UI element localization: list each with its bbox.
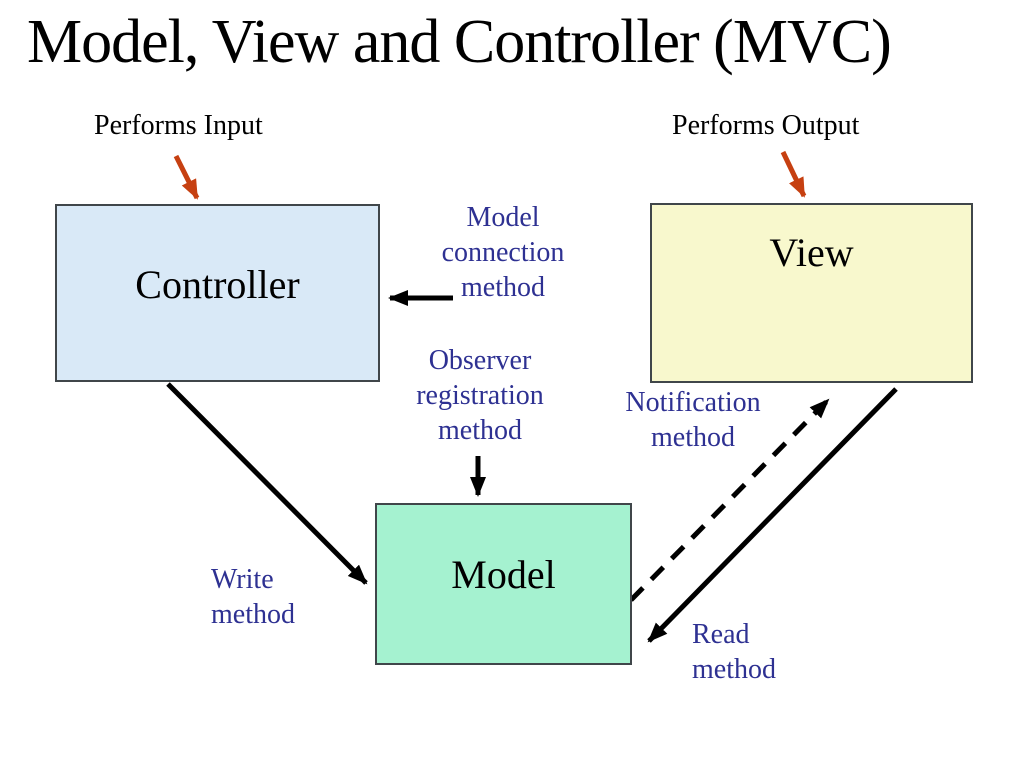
observer-registration-method-label: Observer registration method <box>416 345 544 446</box>
notification-method-label: Notification method <box>625 387 761 453</box>
performs-input-arrow <box>173 154 200 200</box>
model-label: Model <box>451 552 556 597</box>
write-method-arrow <box>166 382 368 585</box>
performs-output-label: Performs Output <box>672 110 860 141</box>
controller-box: Controller <box>55 204 380 382</box>
notification-method-arrow <box>629 398 830 602</box>
slide-title: Model, View and Controller (MVC) <box>27 8 892 76</box>
write-method-label: Write method <box>211 564 295 630</box>
read-method-arrow <box>647 387 898 643</box>
view-box: View <box>650 203 973 383</box>
model-connection-method-label: Model connection method <box>441 202 565 303</box>
controller-label: Controller <box>135 262 300 307</box>
performs-input-label: Performs Input <box>94 110 263 141</box>
read-method-label: Read method <box>692 619 776 685</box>
performs-output-arrow <box>780 150 807 198</box>
model-box: Model <box>375 503 632 665</box>
view-label: View <box>769 230 854 275</box>
